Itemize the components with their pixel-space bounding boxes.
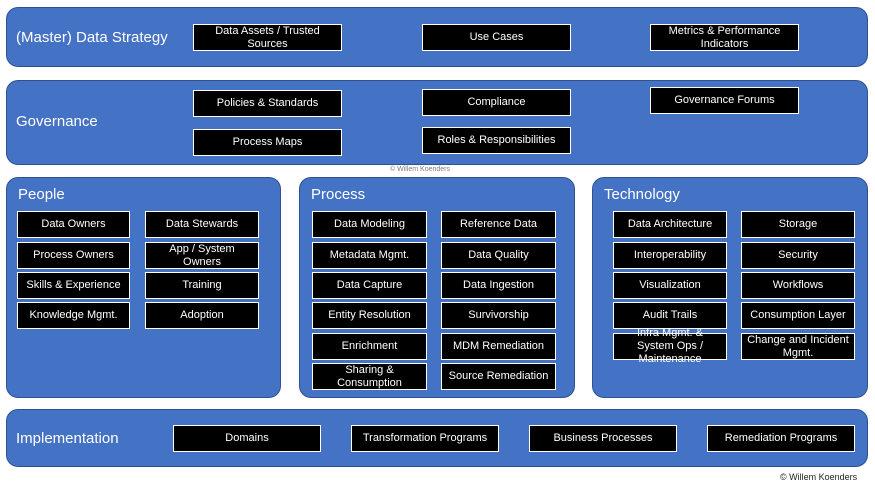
box-roles: Roles & Responsibilities — [422, 127, 571, 154]
box-compliance: Compliance — [422, 89, 571, 116]
people-box-process-owners: Process Owners — [17, 242, 130, 269]
impl-box-remediation-programs: Remediation Programs — [707, 425, 855, 452]
tech-box-audit-trails: Audit Trails — [613, 302, 727, 329]
people-title: People — [18, 186, 65, 203]
tech-box-visualization: Visualization — [613, 272, 727, 299]
process-box-data-capture: Data Capture — [312, 272, 427, 299]
impl-box-domains: Domains — [173, 425, 321, 452]
process-box-entity-resolution: Entity Resolution — [312, 302, 427, 329]
people-box-data-owners: Data Owners — [17, 211, 130, 238]
impl-box-transformation: Transformation Programs — [351, 425, 499, 452]
process-box-reference-data: Reference Data — [441, 211, 556, 238]
impl-box-business-processes: Business Processes — [529, 425, 677, 452]
process-box-data-ingestion: Data Ingestion — [441, 272, 556, 299]
credit-bottom: © Willem Koenders — [780, 472, 858, 482]
technology-title: Technology — [604, 186, 680, 203]
tech-box-storage: Storage — [741, 211, 855, 238]
tech-box-interoperability: Interoperability — [613, 242, 727, 269]
box-metrics: Metrics & Performance Indicators — [650, 24, 799, 51]
tech-box-data-architecture: Data Architecture — [613, 211, 727, 238]
governance-title: Governance — [16, 113, 98, 130]
process-box-source-remediation: Source Remediation — [441, 363, 556, 390]
process-box-sharing: Sharing & Consumption — [312, 363, 427, 390]
people-box-knowledge: Knowledge Mgmt. — [17, 302, 130, 329]
box-policies: Policies & Standards — [193, 90, 342, 117]
tech-box-workflows: Workflows — [741, 272, 855, 299]
box-data-assets: Data Assets / Trusted Sources — [193, 24, 342, 51]
people-box-skills: Skills & Experience — [17, 272, 130, 299]
box-process-maps: Process Maps — [193, 129, 342, 156]
people-box-adoption: Adoption — [145, 302, 259, 329]
people-box-training: Training — [145, 272, 259, 299]
people-box-data-stewards: Data Stewards — [145, 211, 259, 238]
tech-box-consumption-layer: Consumption Layer — [741, 302, 855, 329]
process-box-data-quality: Data Quality — [441, 242, 556, 269]
box-use-cases: Use Cases — [422, 24, 571, 51]
tech-box-infra-mgmt: Infra Mgmt. & System Ops / Maintenance — [613, 327, 727, 365]
process-box-survivorship: Survivorship — [441, 302, 556, 329]
strategy-title: (Master) Data Strategy — [16, 29, 168, 46]
process-box-metadata: Metadata Mgmt. — [312, 242, 427, 269]
process-box-mdm-remediation: MDM Remediation — [441, 333, 556, 360]
people-box-app-owners: App / System Owners — [145, 242, 259, 269]
process-title: Process — [311, 186, 366, 203]
process-box-data-modeling: Data Modeling — [312, 211, 427, 238]
implementation-title: Implementation — [16, 430, 119, 447]
tech-box-change-incident: Change and Incident Mgmt. — [741, 333, 855, 360]
credit-middle: © Willem Koenders — [390, 166, 451, 173]
process-box-enrichment: Enrichment — [312, 333, 427, 360]
tech-box-security: Security — [741, 242, 855, 269]
box-governance-forums: Governance Forums — [650, 87, 799, 114]
